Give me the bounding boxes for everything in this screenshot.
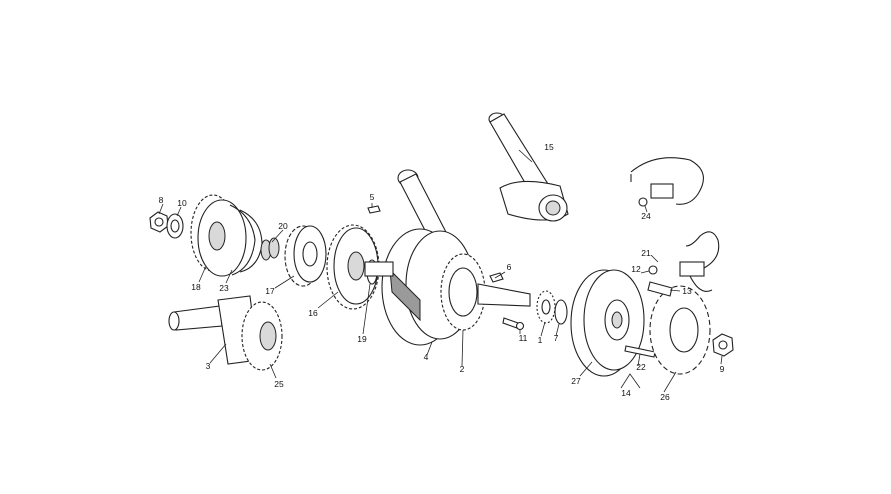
callout-10: 10 [177,198,187,208]
part-bolt-22 [624,345,656,358]
callout-9: 9 [720,364,725,374]
part-washer-7 [554,299,568,325]
part-rotor-27 [570,269,645,377]
callout-27: 27 [571,376,581,386]
part-screw-11 [502,317,525,331]
part-pickup-coil-21 [679,231,720,292]
part-key-5 [367,205,381,214]
callout-14: 14 [621,388,631,398]
callout-3: 3 [206,361,211,371]
callout-22: 22 [636,362,646,372]
part-balance-gear-25 [241,301,283,371]
callout-25: 25 [274,379,284,389]
callout-19: 19 [357,334,367,344]
part-screw-12 [648,265,658,275]
callout-11: 11 [519,333,528,343]
part-pickup-sensor-24 [630,157,704,207]
part-sprocket-1 [536,290,556,324]
part-washer-10 [166,213,184,239]
callout-1: 1 [538,335,543,345]
part-crank-gear-2 [440,253,531,331]
callout-16: 16 [308,308,318,318]
part-connecting-rod-15 [488,112,569,222]
callout-5: 5 [370,192,375,202]
callout-8: 8 [159,195,164,205]
callout-18: 18 [191,282,201,292]
part-pickup-13 [647,281,673,297]
callout-15: 15 [544,142,554,152]
callout-17: 17 [265,286,275,296]
part-nut-9 [712,333,734,357]
callout-4: 4 [424,352,429,362]
callout-7: 7 [554,333,559,343]
callout-24: 24 [641,211,651,221]
callout-21: 21 [641,248,651,258]
callout-20: 20 [278,221,288,231]
part-nut-8 [149,211,169,233]
part-starter-gear-16 [326,224,380,310]
callout-13: 13 [682,286,692,296]
callout-12: 12 [631,264,641,274]
callout-2: 2 [460,364,465,374]
callout-23: 23 [219,283,229,293]
part-needle-bearing-20 [260,237,280,261]
part-freewheel-17 [284,225,327,287]
callout-6: 6 [507,262,512,272]
part-gear-drum-18 [190,194,256,277]
part-stator-26 [649,285,711,375]
callout-26: 26 [660,392,670,402]
